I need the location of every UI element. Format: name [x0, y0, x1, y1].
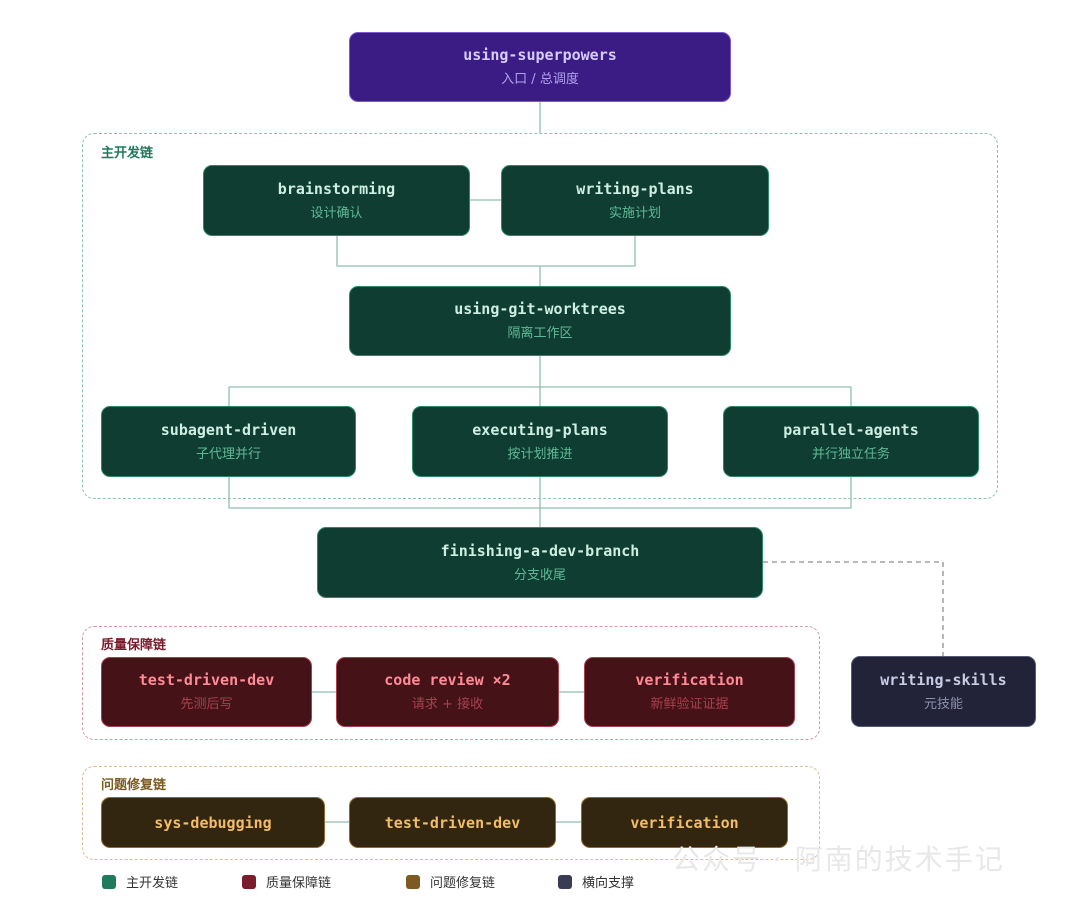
brainstorming-node[interactable]: brainstorming 设计确认 [203, 165, 470, 236]
node-title: writing-plans [576, 179, 694, 198]
watermark: 公众号 · 阿南的技术手记 [672, 843, 1005, 876]
using-git-worktrees-node[interactable]: using-git-worktrees 隔离工作区 [349, 286, 731, 356]
fix-chain-label: 问题修复链 [101, 778, 167, 793]
legend-swatch [558, 874, 572, 889]
legend-swatch [242, 874, 256, 889]
node-subtitle: 请求 + 接收 [411, 697, 484, 712]
node-subtitle: 先测后写 [180, 697, 233, 712]
node-subtitle: 新鲜验证证据 [650, 697, 729, 712]
finishing-a-dev-branch-node[interactable]: finishing-a-dev-branch 分支收尾 [317, 527, 763, 598]
parallel-agents-node[interactable]: parallel-agents 并行独立任务 [723, 406, 979, 477]
node-title: subagent-driven [160, 420, 297, 439]
node-subtitle: 元技能 [923, 696, 963, 712]
node-title: executing-plans [472, 420, 608, 439]
subagent-driven-node[interactable]: subagent-driven 子代理并行 [101, 406, 356, 477]
node-title: code review ×2 [384, 671, 511, 689]
quality-chain-group [82, 626, 820, 740]
main-chain-group [82, 133, 998, 499]
node-title: verification [635, 671, 744, 689]
node-subtitle: 并行独立任务 [811, 446, 890, 462]
legend-item-quality: 质量保障链 [242, 872, 331, 891]
writing-plans-node[interactable]: writing-plans 实施计划 [501, 165, 769, 236]
legend-item-support: 横向支撑 [558, 872, 634, 891]
node-title: writing-skills [880, 670, 1007, 689]
legend-label: 质量保障链 [266, 876, 332, 891]
node-title: parallel-agents [783, 420, 919, 439]
legend-label: 问题修复链 [430, 876, 496, 891]
node-subtitle: 入口 / 总调度 [501, 72, 579, 87]
main-chain-label: 主开发链 [101, 146, 154, 161]
node-title: using-superpowers [463, 46, 617, 64]
verification-quality-node[interactable]: verification 新鲜验证证据 [584, 657, 795, 727]
writing-skills-node[interactable]: writing-skills 元技能 [851, 656, 1036, 727]
test-driven-dev-quality-node[interactable]: test-driven-dev 先测后写 [101, 657, 312, 727]
node-title: brainstorming [277, 179, 396, 198]
sys-debugging-node[interactable]: sys-debugging [101, 797, 325, 848]
code-review-node[interactable]: code review ×2 请求 + 接收 [336, 657, 559, 727]
verification-fix-node[interactable]: verification [581, 797, 788, 848]
legend-item-main: 主开发链 [102, 872, 178, 891]
legend-swatch [102, 874, 116, 889]
edge-merge-to-finishing [228, 477, 852, 527]
edge-merge-to-worktrees [336, 236, 636, 286]
legend-label: 主开发链 [126, 876, 179, 891]
node-subtitle: 分支收尾 [513, 567, 566, 583]
node-title: sys-debugging [154, 813, 272, 832]
quality-chain-label: 质量保障链 [101, 638, 167, 653]
legend-item-fix: 问题修复链 [406, 872, 495, 891]
legend-swatch [406, 874, 420, 889]
using-superpowers-node[interactable]: using-superpowers 入口 / 总调度 [349, 32, 731, 102]
node-title: using-git-worktrees [454, 300, 626, 318]
node-subtitle: 设计确认 [310, 205, 363, 221]
fix-chain-group [82, 766, 820, 860]
test-driven-dev-fix-node[interactable]: test-driven-dev [349, 797, 556, 848]
node-subtitle: 按计划推进 [507, 446, 573, 462]
node-title: finishing-a-dev-branch [440, 541, 640, 560]
node-subtitle: 隔离工作区 [507, 326, 573, 341]
node-title: verification [630, 813, 739, 832]
edge-finishing-to-writing-skills [763, 561, 944, 656]
node-subtitle: 实施计划 [608, 205, 661, 221]
node-title: test-driven-dev [384, 813, 521, 832]
node-title: test-driven-dev [138, 671, 275, 689]
edge-worktrees-split [228, 356, 852, 406]
legend-label: 横向支撑 [582, 876, 635, 891]
executing-plans-node[interactable]: executing-plans 按计划推进 [412, 406, 668, 477]
node-subtitle: 子代理并行 [195, 446, 261, 462]
